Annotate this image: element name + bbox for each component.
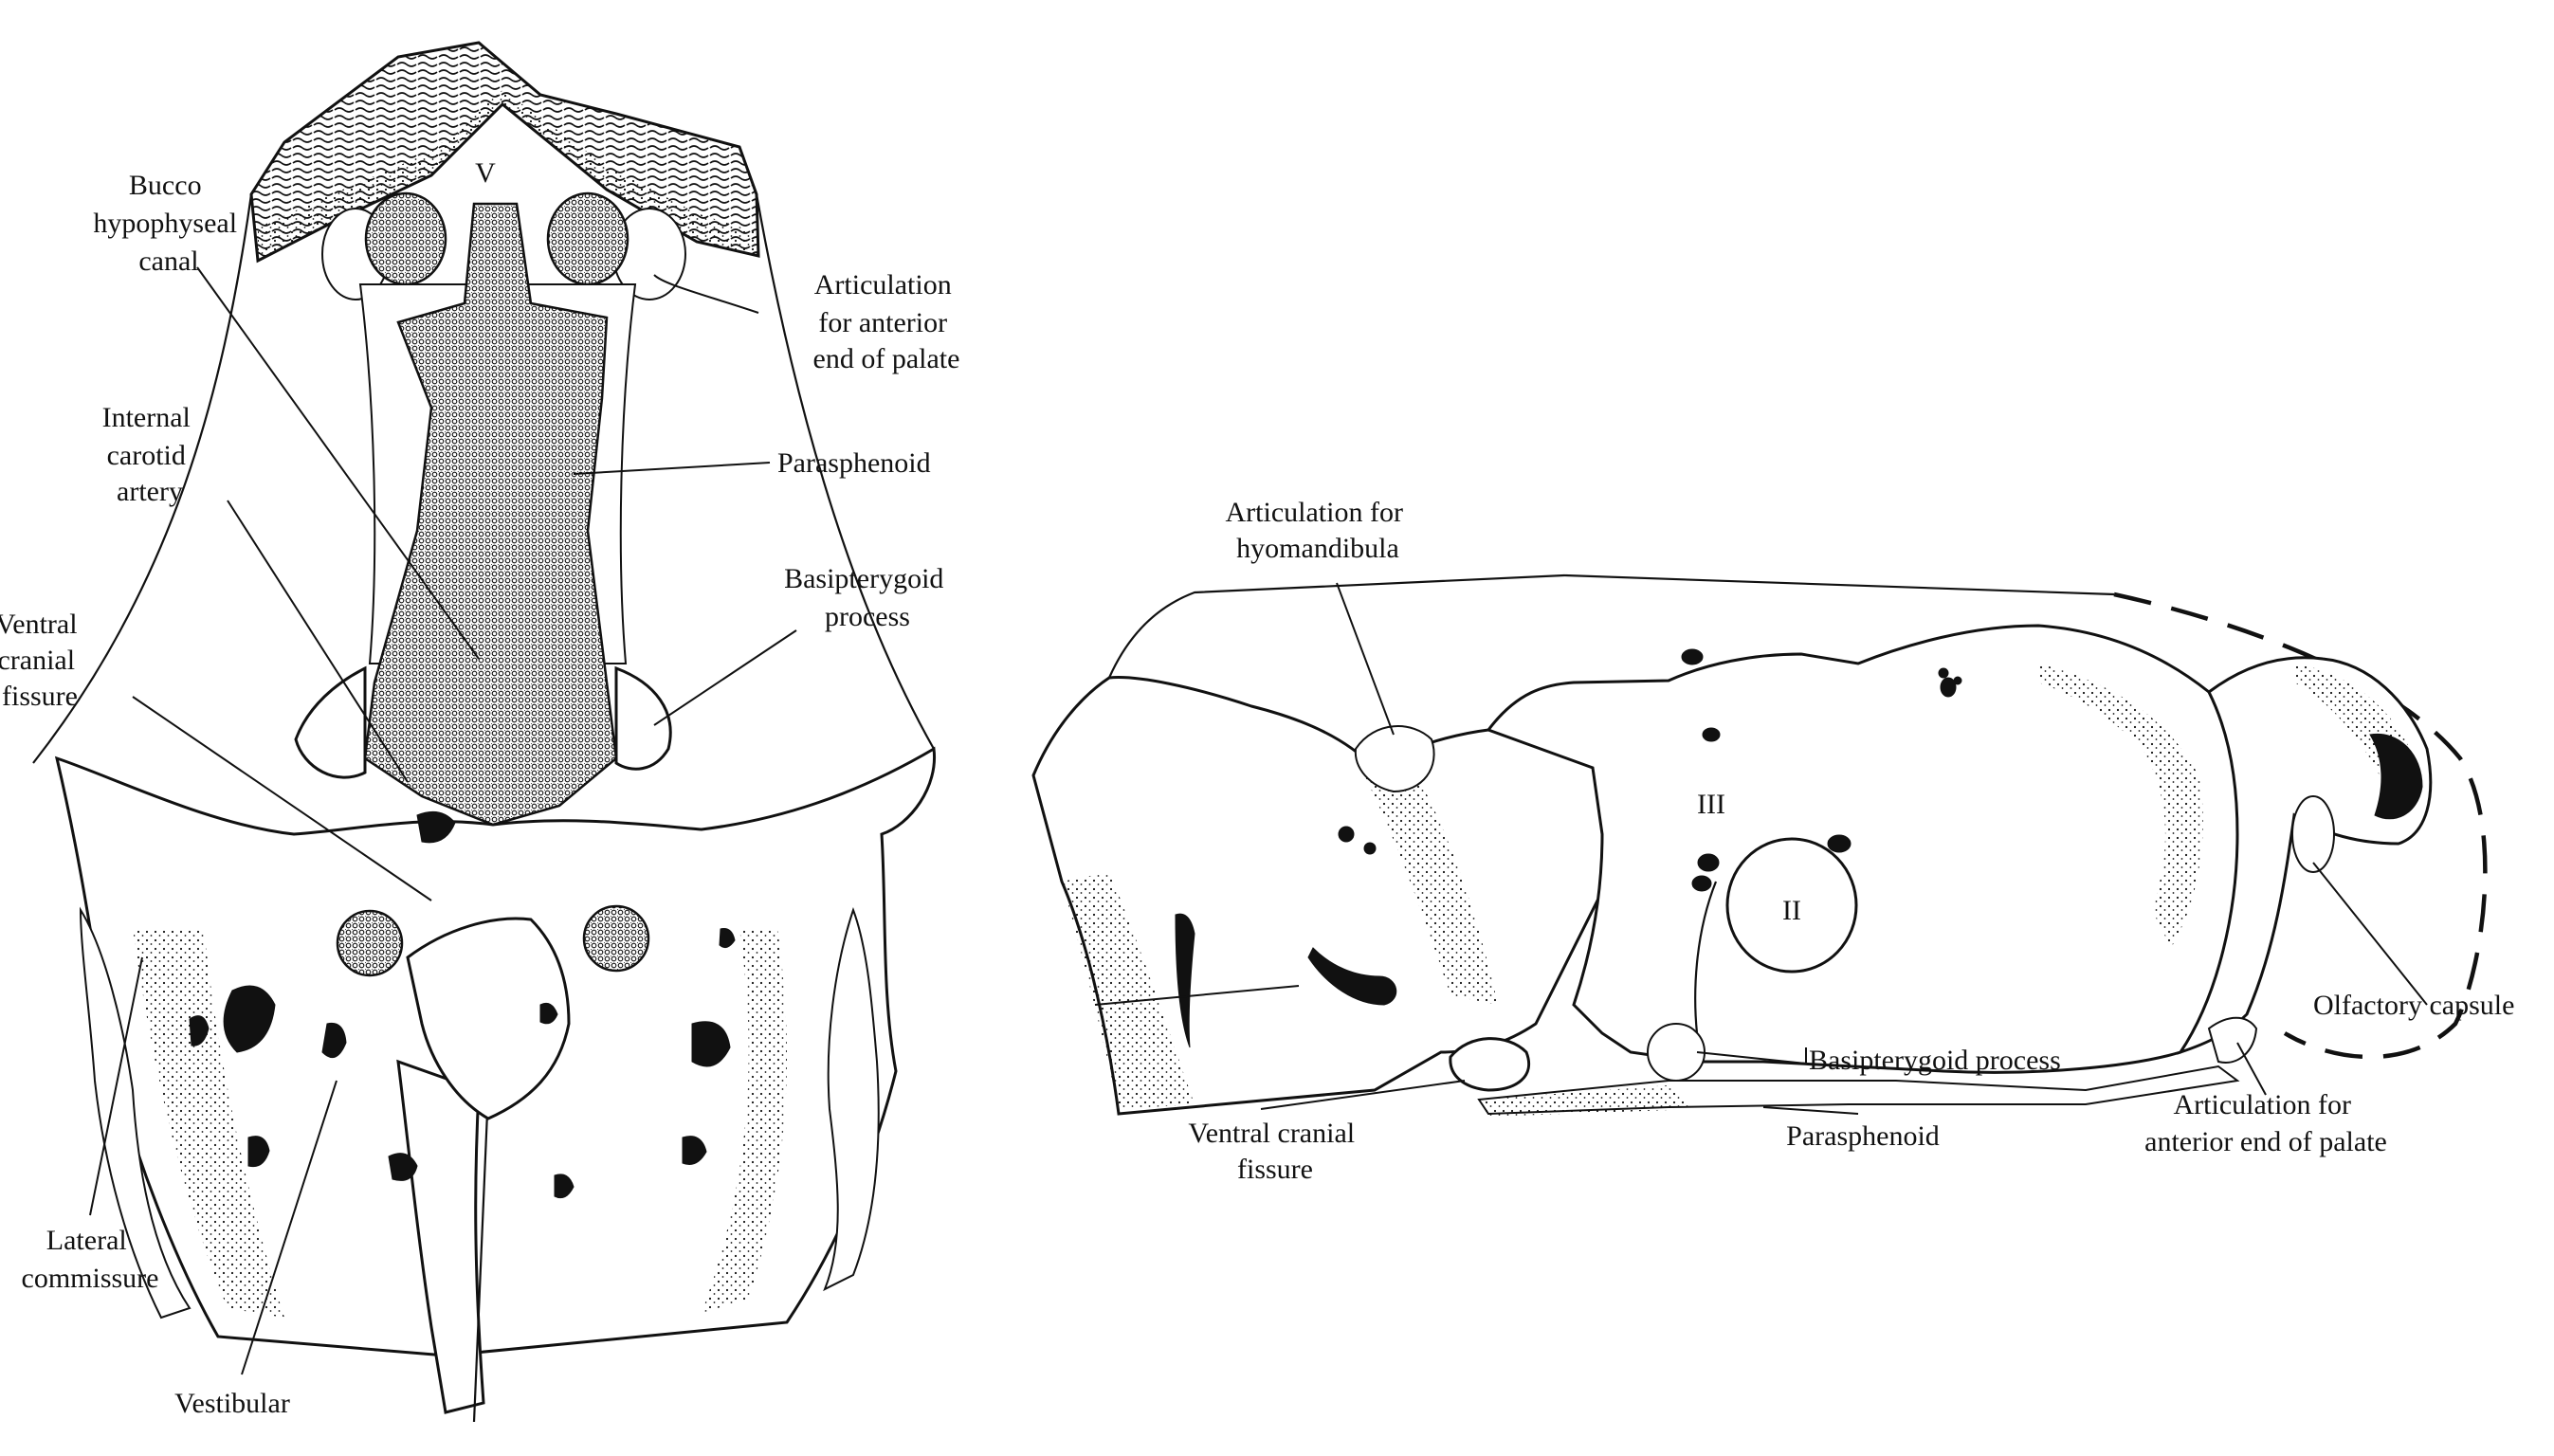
label-olfactory-capsule: Olfactory capsule — [2313, 990, 2514, 1021]
skull-roof-outline — [32, 193, 935, 764]
olfactory-dashed-outline — [2113, 592, 2488, 1060]
leader-basipterygoid-right — [1696, 1047, 1807, 1065]
label-ventral-cranial-fissure-left: Ventral cranial fissure — [0, 609, 84, 712]
foramen-r4 — [719, 928, 736, 949]
right-lateral-view: II III Arti — [1031, 497, 2514, 1185]
foramen-iii-b — [1691, 875, 1712, 892]
leader-olfactory — [2312, 862, 2428, 1006]
leader-basipterygoid — [653, 629, 797, 726]
sphenoid-region — [1486, 624, 2243, 1074]
label-articulation-palate-left: Articulation for anterior end of palate — [813, 269, 960, 374]
orbital-stipple — [2038, 664, 2203, 948]
leader-hyomandibula — [1336, 582, 1395, 736]
leader-ventral-cranial — [132, 696, 432, 901]
basipterygoid-process-right — [614, 665, 672, 771]
lateral-roof-line — [1107, 573, 2115, 679]
label-parasphenoid-left: Parasphenoid — [777, 447, 931, 479]
foramen-l1 — [223, 985, 276, 1053]
lateral-lobe-right — [823, 907, 880, 1292]
parasphenoid — [363, 202, 618, 827]
foramen-l4 — [388, 1153, 418, 1181]
lateral-otic-stipple-2 — [1365, 768, 1498, 1005]
lateral-foramen-1 — [1307, 947, 1397, 1006]
foramen-l2 — [189, 1015, 210, 1046]
foramen-r5 — [539, 1002, 558, 1025]
lateral-lobe-left — [79, 906, 192, 1320]
label-articulation-palate-right: Articulation for anterior end of palate — [2144, 1089, 2387, 1157]
label-internal-carotid-artery: Internal carotid artery — [102, 402, 198, 507]
condyle-left — [336, 909, 404, 977]
leader-vestibular — [241, 1080, 337, 1375]
label-bucco-hypophyseal-canal: Bucco hypophyseal canal — [93, 170, 244, 277]
nerve-ii-label: II — [1782, 895, 1801, 926]
foramen-iii-a — [1697, 853, 1720, 872]
foramen-r1 — [691, 1021, 731, 1067]
label-basipterygoid-process-left: Basipterygoid process — [784, 563, 951, 632]
roof-foramen-1 — [1681, 648, 1704, 665]
label-vestibular: Vestibular — [174, 1388, 290, 1419]
palate-articulation-lateral — [2207, 1016, 2258, 1064]
leader-parasphenoid — [573, 462, 771, 475]
leader-bucco — [196, 266, 480, 660]
foramen-l3 — [247, 1136, 270, 1168]
label-articulation-hyomandibula: Articulation for hyomandibula — [1226, 497, 1411, 564]
leader-parasphenoid-right — [1762, 1106, 1859, 1115]
optic-foramen — [1725, 837, 1858, 974]
basipterygoid-process-left — [294, 665, 367, 779]
rostrum-stipple-band — [258, 90, 758, 261]
leader-lateral-commissure — [89, 956, 143, 1216]
lateral-basipterygoid — [1647, 1023, 1706, 1082]
roof-foramen-3 — [1938, 667, 1949, 679]
ventral-fissure-knob — [1449, 1037, 1531, 1092]
roof-foramen-2 — [1702, 727, 1721, 742]
lateral-parasphenoid-teeth — [1479, 1085, 1697, 1117]
olfactory-wall — [2177, 656, 2433, 1055]
lateral-foramen-2 — [1175, 913, 1195, 1048]
condyle-right — [582, 904, 650, 973]
nerve-v-label: V — [475, 157, 496, 189]
foramen-small-right — [1827, 834, 1852, 853]
leader-articulation-palate — [653, 274, 759, 314]
ventral-groove — [1694, 881, 1718, 1034]
central-keel — [406, 917, 571, 1120]
nerve-iii-label: III — [1697, 789, 1725, 820]
lateral-foramen-3 — [1338, 826, 1355, 843]
label-ventral-cranial-fissure-right: Ventral cranial fissure — [1188, 1118, 1361, 1185]
central-notochord — [472, 1089, 490, 1423]
palate-pad-left — [364, 191, 447, 286]
foramen-l6 — [416, 810, 456, 844]
foramen-r3 — [554, 1174, 575, 1199]
leader-otic-foramen — [1094, 985, 1300, 1006]
label-basipterygoid-process-right: Basipterygoid process — [1809, 1045, 2061, 1076]
olfactory-recess — [2291, 795, 2335, 873]
leader-articulation-palate-right — [2236, 1042, 2267, 1096]
foramen-l5 — [321, 1022, 347, 1059]
olfactory-stipple — [2294, 664, 2417, 796]
label-lateral-commissure: Lateral commissure — [22, 1225, 159, 1294]
palate-pad-right — [546, 191, 629, 286]
leader-internal-carotid — [227, 500, 409, 783]
label-parasphenoid-right: Parasphenoid — [1786, 1120, 1940, 1152]
roof-foramen-5 — [1940, 677, 1957, 698]
lateral-otic-stipple — [1062, 872, 1195, 1109]
otic-block-stipple — [133, 929, 284, 1318]
lateral-foramen-4 — [1363, 842, 1377, 855]
otic-block-stipple-right — [702, 929, 787, 1313]
leader-ventral-cranial-right — [1260, 1080, 1466, 1110]
left-ventral-view: V Bucco hypophyseal canal Articulation f… — [0, 41, 960, 1423]
foramen-r2 — [682, 1136, 707, 1165]
